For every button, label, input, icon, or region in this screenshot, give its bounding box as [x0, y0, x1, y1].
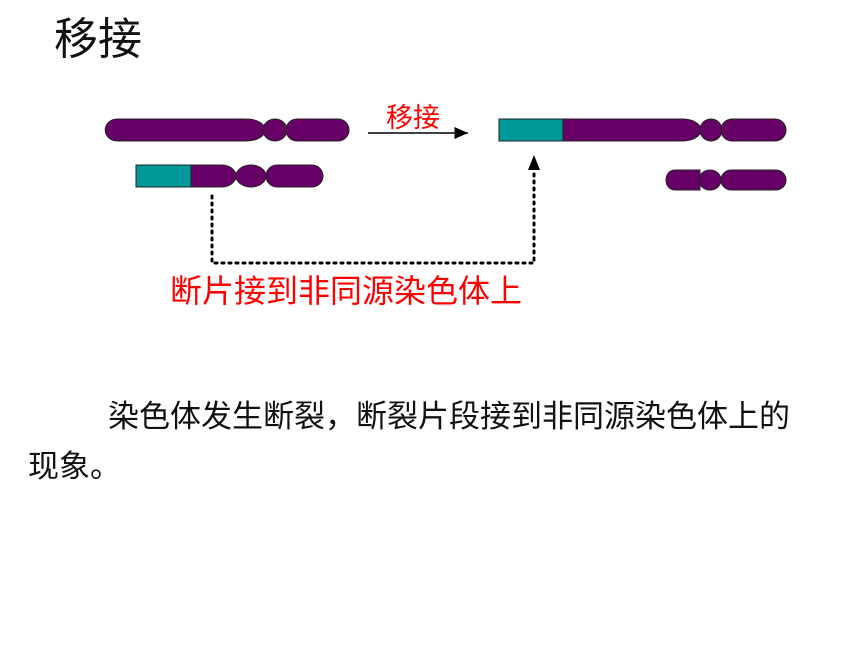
- page-title: 移接: [54, 14, 142, 65]
- chromosome-long-before: [104, 118, 350, 142]
- connector-arrowhead: [528, 155, 540, 170]
- caption: 断片接到非同源染色体上: [170, 272, 523, 310]
- description-text: 染色体发生断裂，断裂片段接到非同源染色体上的现象。: [28, 399, 790, 485]
- chromosome-short-before: [135, 164, 324, 188]
- chromosome-long-after: [498, 118, 787, 142]
- arrow-label: 移接: [386, 103, 440, 134]
- chromosome-short-after: [665, 169, 787, 191]
- dotted-connector: [210, 168, 536, 265]
